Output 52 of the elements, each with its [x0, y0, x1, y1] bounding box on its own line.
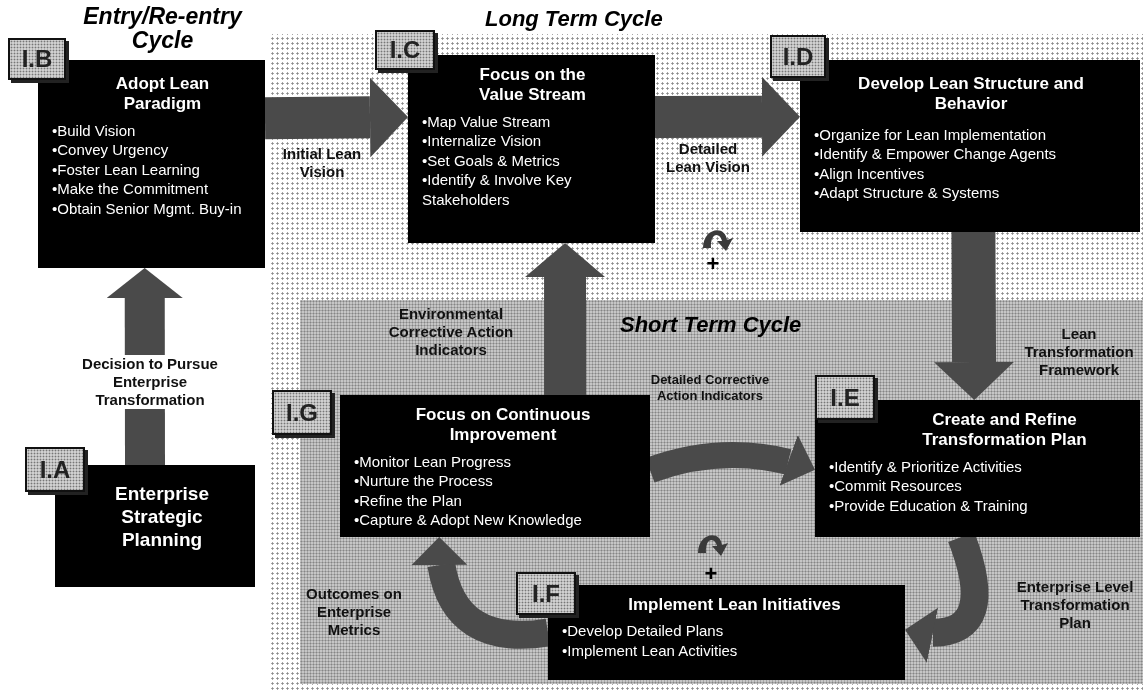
box-title: Implement Lean Initiatives: [627, 595, 842, 616]
bullet-item: •Make the Commitment: [52, 179, 210, 199]
section-tag: I.C: [375, 30, 435, 70]
bullet-item: •Capture & Adopt New Knowledge: [354, 510, 583, 530]
box-title: Focus on the Value Stream: [478, 65, 587, 106]
box-title: Adopt Lean Paradigm: [114, 74, 211, 115]
bullet-item: •Identify & Prioritize Activities: [829, 456, 1023, 477]
region-heading: Short Term Cycle: [620, 312, 802, 338]
column-heading: Entry/Re-entry Cycle: [82, 4, 244, 53]
bullet-item: •Internalize Vision: [422, 131, 543, 151]
block-arrow: [106, 268, 183, 465]
box-title: Enterprise Strategic Planning: [114, 483, 210, 552]
section-tag: I.F: [516, 572, 576, 615]
bullet-item: •Identify & Empower Change Agents: [814, 144, 1058, 164]
block-arrow: [934, 231, 1015, 401]
bullet-item: •Implement Lean Activities: [562, 640, 739, 661]
plus-sign: +: [704, 562, 718, 586]
bullet-item: •Obtain Senior Mgmt. Buy-in: [52, 198, 243, 219]
edge-label: Environmental Corrective Action Indicators: [387, 305, 515, 359]
edge-label: Detailed Lean Vision: [665, 140, 751, 176]
bullet-item: •Provide Education & Training: [829, 495, 1029, 516]
bullet-item: •Nurture the Process: [354, 471, 494, 491]
bullet-item: •Foster Lean Learning: [52, 159, 201, 180]
bullet-item: •Monitor Lean Progress: [354, 451, 512, 472]
bullet-item: •Commit Resources: [829, 476, 963, 496]
section-tag: I.D: [770, 35, 826, 78]
edge-label: Outcomes on Enterprise Metrics: [305, 585, 403, 639]
bullet-item: •Map Value Stream: [422, 111, 552, 132]
edge-label: Lean Transformation Framework: [1023, 325, 1135, 379]
section-tag: I.B: [8, 38, 66, 80]
block-arrow: [525, 243, 606, 395]
edge-label: Initial Lean Vision: [281, 145, 363, 181]
section-tag: I.E: [815, 375, 875, 420]
box-title: Develop Lean Structure and Behavior: [857, 74, 1085, 115]
bullet-item: •Refine the Plan: [354, 490, 463, 511]
edge-label: Enterprise Level Transformation Plan: [1015, 578, 1135, 632]
bullet-item: •Align Incentives: [814, 163, 926, 184]
bullet-item: •Convey Urgency: [52, 140, 170, 160]
section-tag: I.G: [272, 390, 332, 435]
bullet-item: •Build Vision: [52, 120, 137, 141]
box-title: Focus on Continuous Improvement: [414, 405, 592, 446]
plus-sign: +: [706, 252, 720, 276]
process-box: [340, 395, 650, 537]
box-title: Create and Refine Transformation Plan: [921, 410, 1088, 451]
bullet-item: •Set Goals & Metrics: [422, 150, 561, 171]
section-tag: I.A: [25, 447, 85, 492]
bullet-item: •Develop Detailed Plans: [562, 621, 725, 641]
bullet-item: •Adapt Structure & Systems: [814, 183, 1001, 203]
bullet-item: •Organize for Lean Implementation: [814, 124, 1048, 145]
region-heading: Long Term Cycle: [485, 6, 663, 32]
bullet-item: •Identify & Involve Key Stakeholders: [422, 170, 573, 210]
edge-label: Detailed Corrective Action Indicators: [649, 372, 771, 404]
